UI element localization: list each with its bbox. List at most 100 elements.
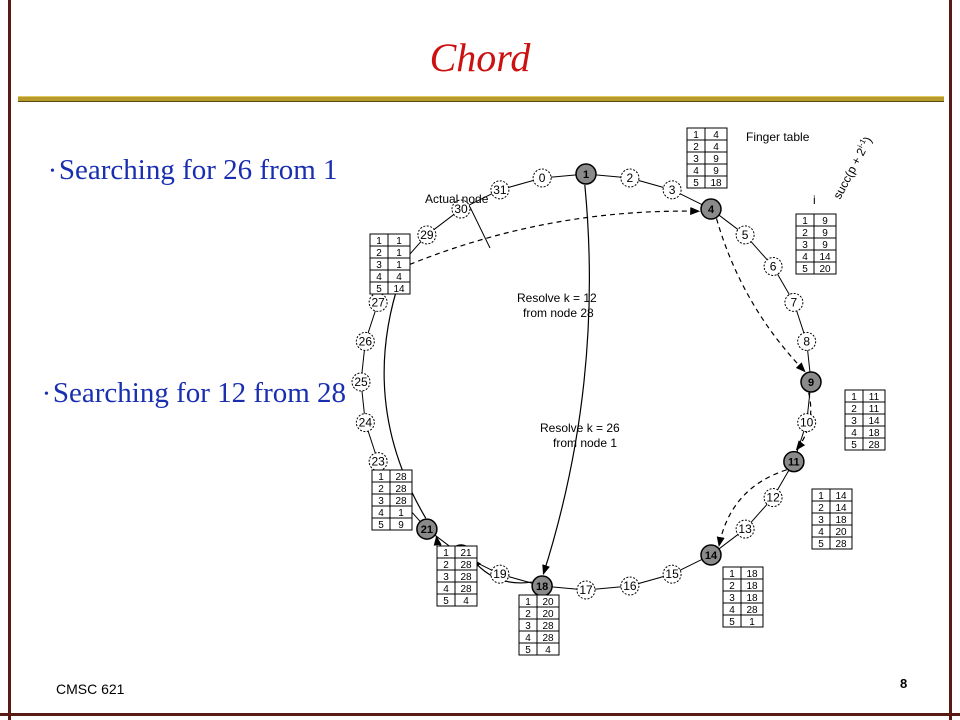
finger-index: 5 bbox=[525, 645, 531, 656]
finger-successor: 9 bbox=[398, 520, 404, 531]
page-number: 8 bbox=[900, 676, 908, 691]
finger-index: 5 bbox=[851, 440, 857, 451]
finger-index: 4 bbox=[443, 584, 449, 595]
node-id-label: 10 bbox=[800, 416, 814, 430]
finger-index: 3 bbox=[818, 515, 824, 526]
node-id-label: 17 bbox=[579, 583, 593, 597]
finger-index: 3 bbox=[802, 240, 808, 251]
ring-position-13: 13 bbox=[735, 519, 755, 539]
finger-index: 4 bbox=[693, 166, 699, 177]
position-circle bbox=[355, 413, 375, 433]
column-i-label: i bbox=[813, 193, 816, 207]
finger-successor: 4 bbox=[463, 596, 469, 607]
node-id-label: 29 bbox=[420, 228, 434, 242]
actual-node-14: 14 bbox=[700, 544, 722, 566]
finger-index: 4 bbox=[729, 605, 735, 616]
finger-index: 5 bbox=[693, 178, 699, 189]
position-circle bbox=[576, 580, 596, 600]
bullet-search-26: •Searching for 26 from 1 bbox=[50, 154, 338, 187]
ring-position-19: 19 bbox=[490, 564, 510, 584]
finger-successor: 18 bbox=[868, 428, 880, 439]
finger-successor: 20 bbox=[542, 609, 554, 620]
finger-index: 1 bbox=[693, 130, 699, 141]
actual-node-18: 18 bbox=[531, 575, 553, 597]
finger-index: 5 bbox=[376, 284, 382, 295]
finger-index: 5 bbox=[818, 539, 824, 550]
ring-position-10: 10 bbox=[797, 413, 817, 433]
ring-position-5: 5 bbox=[735, 225, 755, 245]
finger-successor: 9 bbox=[822, 216, 828, 227]
actual-node-label: Actual node bbox=[425, 192, 489, 206]
node-id-label: 25 bbox=[354, 375, 368, 389]
resolve-12-label-line1: Resolve k = 12 bbox=[517, 291, 597, 305]
node-id-label: 30 bbox=[454, 202, 468, 216]
finger-successor: 4 bbox=[545, 645, 551, 656]
node-id-label: 12 bbox=[766, 491, 780, 505]
finger-successor: 9 bbox=[822, 240, 828, 251]
node-id-label: 14 bbox=[705, 550, 718, 562]
finger-index: 5 bbox=[443, 596, 449, 607]
node-circle bbox=[800, 371, 822, 393]
bullet-dot: • bbox=[44, 387, 49, 403]
node-circle bbox=[575, 163, 597, 185]
finger-succ-cell bbox=[862, 437, 886, 451]
finger-successor: 4 bbox=[713, 130, 719, 141]
finger-index: 3 bbox=[376, 260, 382, 271]
finger-successor: 18 bbox=[710, 178, 722, 189]
ring-position-2: 2 bbox=[620, 168, 640, 188]
finger-successor: 4 bbox=[713, 142, 719, 153]
position-circle bbox=[355, 331, 375, 351]
finger-successor: 28 bbox=[395, 484, 407, 495]
node-id-label: 24 bbox=[359, 416, 373, 430]
node-id-label: 15 bbox=[665, 567, 679, 581]
finger-index: 2 bbox=[802, 228, 808, 239]
lookup-12-hop-1 bbox=[409, 207, 701, 266]
finger-successor: 11 bbox=[869, 392, 880, 403]
ring-position-7: 7 bbox=[784, 292, 804, 312]
finger-successor: 1 bbox=[396, 260, 402, 271]
finger-successor: 4 bbox=[396, 272, 402, 283]
finger-successor: 21 bbox=[460, 548, 472, 559]
ring-position-26: 26 bbox=[355, 331, 375, 351]
finger-index: 1 bbox=[729, 569, 735, 580]
finger-successor: 18 bbox=[746, 581, 758, 592]
slide-border-left bbox=[8, 0, 11, 720]
finger-successor: 20 bbox=[835, 527, 847, 538]
finger-index: 2 bbox=[443, 560, 449, 571]
finger-index: 5 bbox=[729, 617, 735, 628]
node-id-label: 3 bbox=[669, 183, 676, 197]
finger-successor: 14 bbox=[868, 416, 880, 427]
ring-position-31: 31 bbox=[490, 180, 510, 200]
node-id-label: 23 bbox=[371, 455, 385, 469]
finger-index: 2 bbox=[851, 404, 857, 415]
finger-index: 3 bbox=[693, 154, 699, 165]
finger-index: 3 bbox=[378, 496, 384, 507]
finger-successor: 14 bbox=[393, 284, 405, 295]
position-circle bbox=[451, 199, 471, 219]
finger-index: 4 bbox=[376, 272, 382, 283]
finger-index: 2 bbox=[378, 484, 384, 495]
finger-index: 4 bbox=[802, 252, 808, 263]
position-circle bbox=[735, 519, 755, 539]
finger-successor: 1 bbox=[398, 508, 404, 519]
finger-table-label: Finger table bbox=[746, 130, 810, 144]
ring-position-6: 6 bbox=[763, 256, 783, 276]
finger-index: 3 bbox=[851, 416, 857, 427]
succ-base: succ(p + 2 bbox=[830, 145, 869, 201]
ring-position-17: 17 bbox=[576, 580, 596, 600]
finger-successor: 9 bbox=[713, 166, 719, 177]
finger-succ-cell bbox=[829, 536, 853, 550]
finger-index: 2 bbox=[525, 609, 531, 620]
position-circle bbox=[417, 225, 437, 245]
finger-successor: 28 bbox=[395, 496, 407, 507]
finger-successor: 9 bbox=[713, 154, 719, 165]
node-id-label: 26 bbox=[359, 334, 373, 348]
slide-border-right bbox=[949, 0, 952, 720]
node-id-label: 6 bbox=[770, 259, 777, 273]
ring-position-29: 29 bbox=[417, 225, 437, 245]
actual-node-21: 21 bbox=[416, 518, 438, 540]
